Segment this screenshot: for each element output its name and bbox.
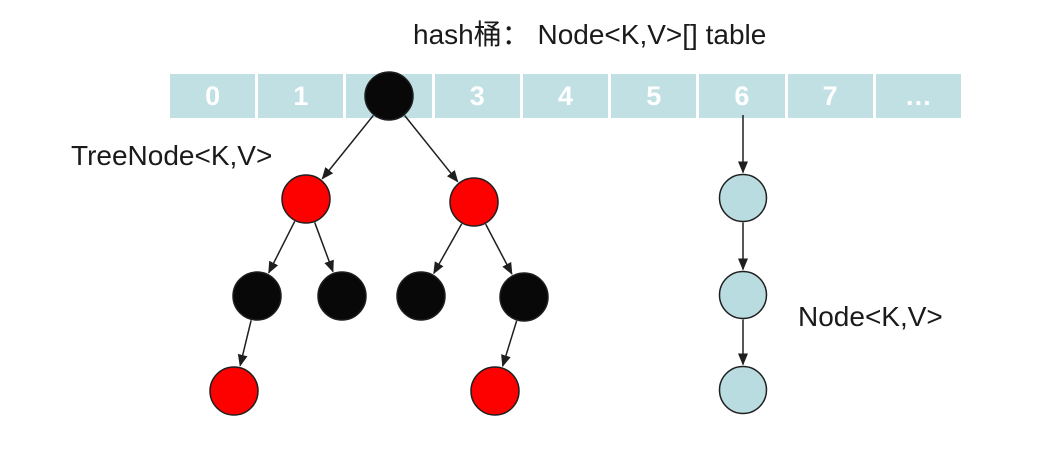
tree-node-red	[449, 177, 499, 227]
tree-node-red	[281, 174, 331, 224]
bucket-cell-2	[346, 74, 432, 118]
bucket-cell-6: 6	[699, 74, 785, 118]
bucket-cell-4: 4	[522, 74, 609, 118]
arrow-t-left-left-to-t-leaf-left	[237, 320, 252, 367]
list-node-blue	[718, 270, 768, 320]
arrow-t-right-to-t-right-left	[433, 223, 463, 275]
bucket-cell-8: …	[875, 74, 961, 118]
arrow-t-right-to-t-right-right	[484, 223, 513, 275]
bucket-cell-1: 1	[258, 74, 344, 118]
listnode-label: Node<K,V>	[798, 301, 943, 332]
arrow-bucket2-root-to-t-left	[321, 114, 374, 180]
diagram-title: hash桶： Node<K,V>[] table	[413, 19, 767, 50]
bucket-cell-3: 3	[434, 74, 520, 118]
bucket-cell-0: 0	[170, 74, 256, 118]
list-node-blue	[718, 173, 768, 223]
bucket-cell-5: 5	[611, 74, 697, 118]
arrow-t-right-right-to-t-leaf-right	[501, 320, 518, 368]
tree-node-red	[209, 366, 259, 416]
arrow-t-left-to-t-left-left	[268, 220, 296, 274]
list-node-blue	[718, 365, 768, 415]
tree-node-black	[232, 271, 282, 321]
arrow-t-left-to-t-left-right	[313, 222, 334, 273]
arrow-bucket2-root-to-t-right	[404, 115, 459, 183]
tree-node-red	[470, 366, 520, 416]
tree-node-black	[317, 271, 367, 321]
treenode-label: TreeNode<K,V>	[71, 140, 273, 171]
tree-node-black	[499, 272, 549, 322]
bucket-cell-7: 7	[787, 74, 873, 118]
tree-node-black	[396, 271, 446, 321]
